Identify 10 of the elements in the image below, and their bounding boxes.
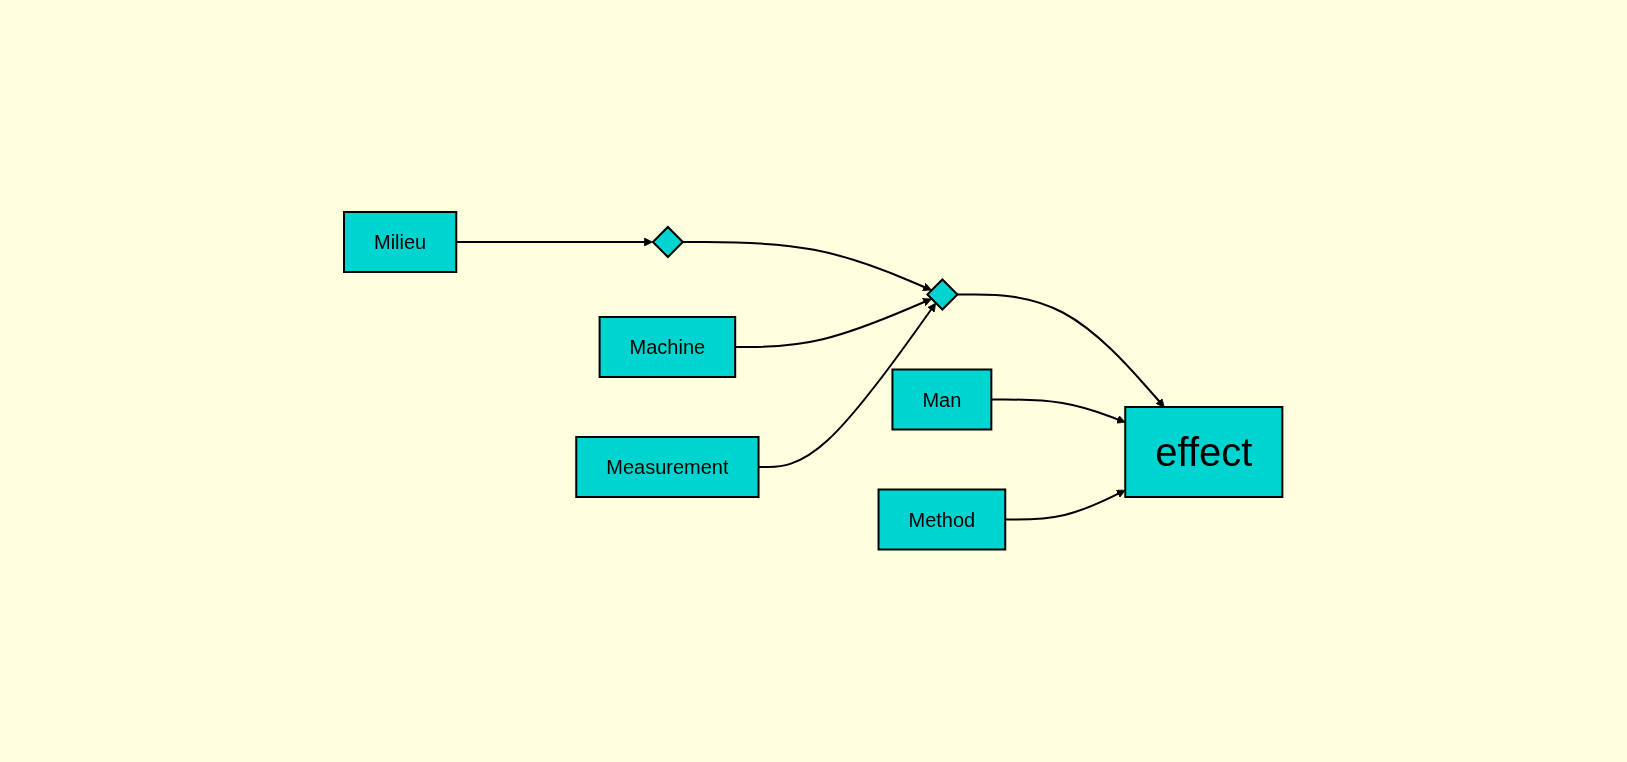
- node-box: Measurement: [575, 436, 760, 499]
- node-box: Man: [891, 368, 993, 431]
- node-diamond: [926, 278, 960, 312]
- node-box: Method: [877, 488, 1007, 551]
- node-box: effect: [1124, 406, 1284, 499]
- node-box: Milieu: [343, 211, 458, 274]
- node-diamond: [651, 225, 685, 259]
- arrow: [681, 241, 933, 292]
- arrow: [956, 293, 1165, 408]
- node-box: Machine: [598, 316, 737, 379]
